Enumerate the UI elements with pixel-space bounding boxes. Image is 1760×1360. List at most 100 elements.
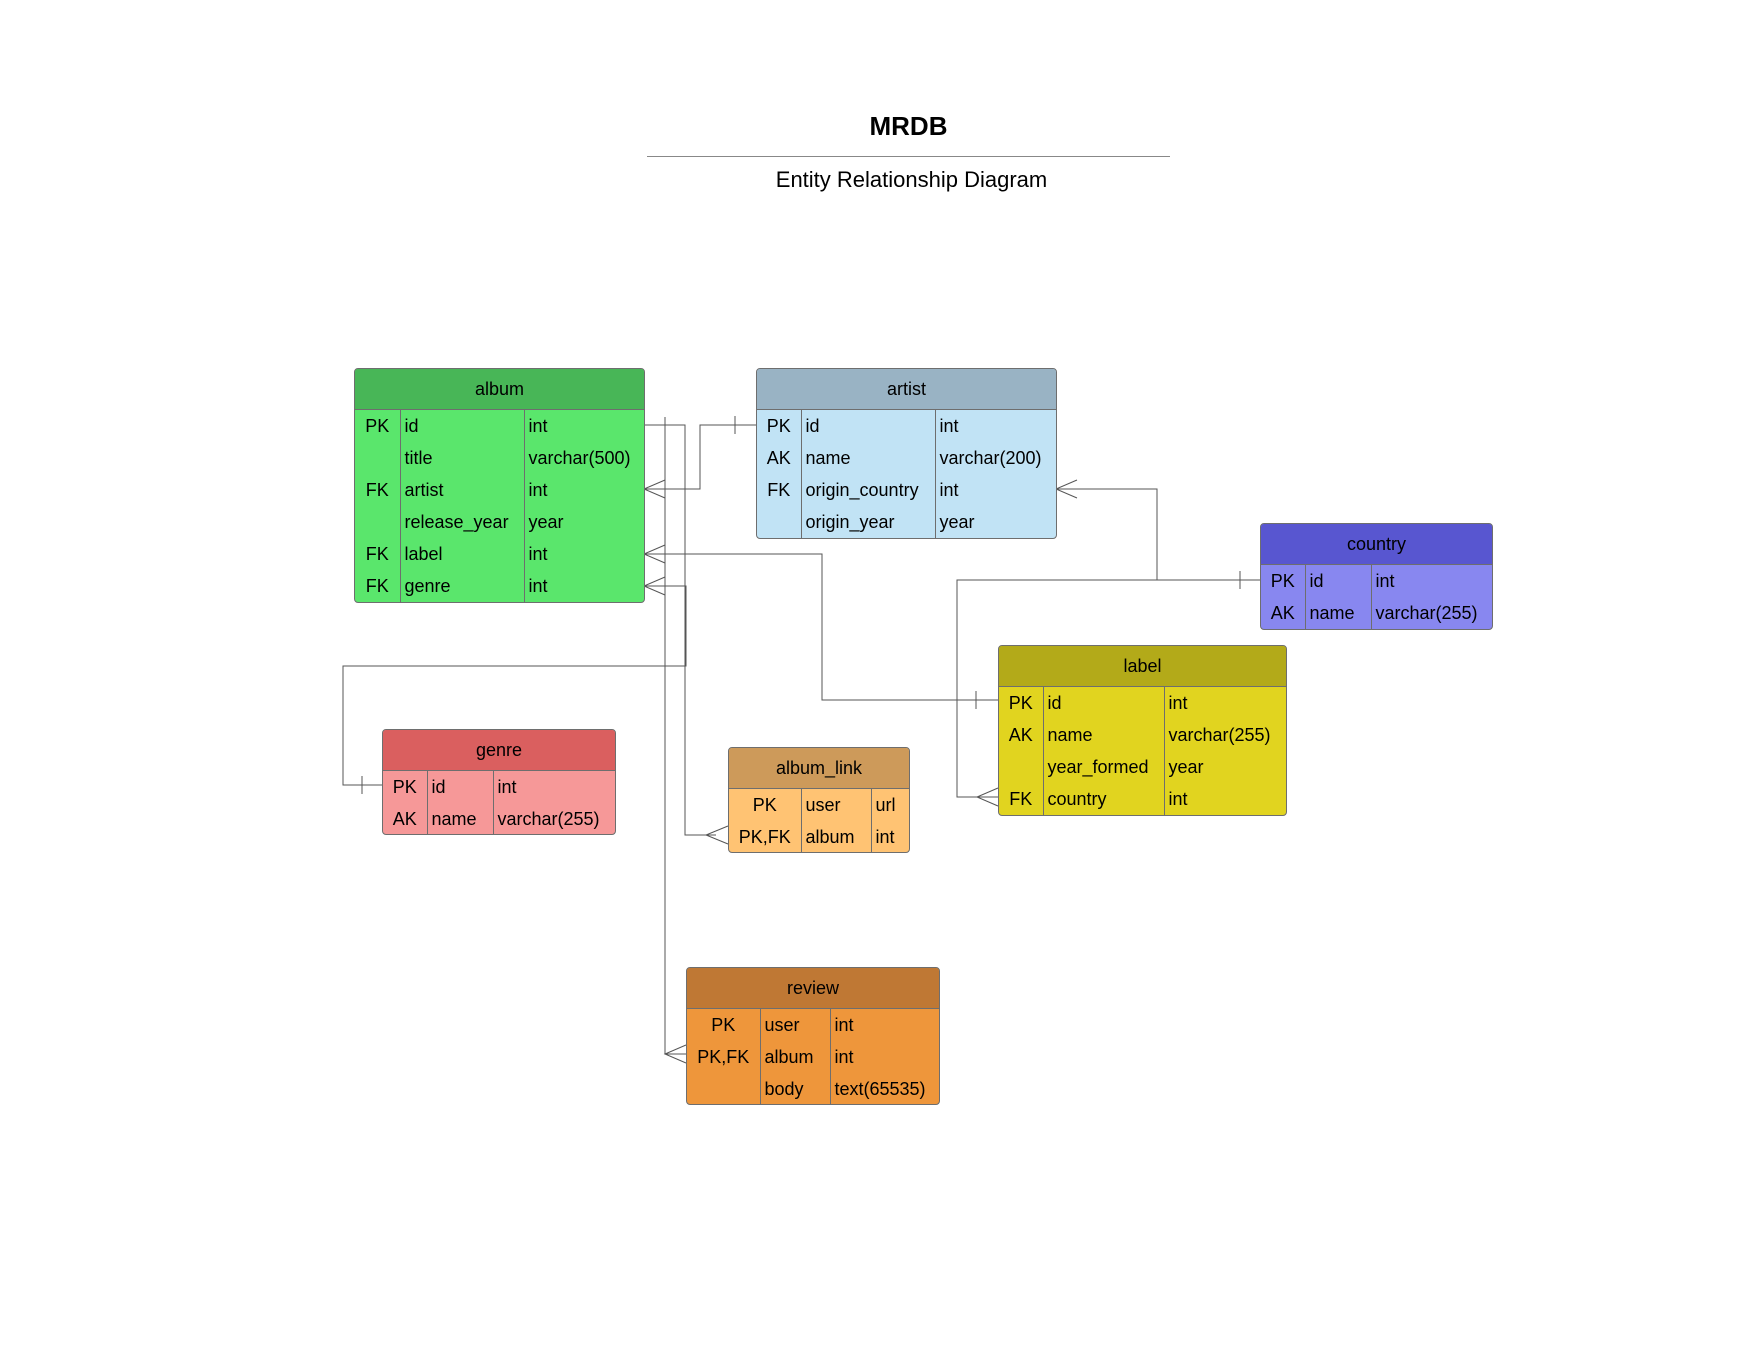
type-cell: varchar(255) bbox=[1163, 719, 1286, 751]
key-cell: FK bbox=[365, 479, 389, 500]
field-cell: release_year bbox=[399, 506, 524, 538]
key-cell: PK,FK bbox=[738, 826, 791, 847]
type-cell: url bbox=[870, 789, 909, 821]
key-cell: FK bbox=[365, 543, 389, 564]
field-cell: id bbox=[1042, 687, 1164, 719]
key-cell: PK bbox=[711, 1014, 736, 1035]
key-cell bbox=[355, 442, 400, 474]
entity-country-header: country bbox=[1261, 524, 1492, 565]
connector-album-artist bbox=[644, 424, 756, 490]
type-cell: year bbox=[523, 506, 644, 538]
key-cell: AK bbox=[1008, 724, 1033, 745]
field-cell: title bbox=[399, 442, 524, 474]
type-cell: int bbox=[523, 410, 644, 442]
field-cell: id bbox=[1304, 565, 1371, 597]
key-cell: PK bbox=[1270, 570, 1295, 591]
key-cell: PK bbox=[365, 415, 390, 436]
crowsfoot-artist-country bbox=[1054, 479, 1078, 499]
type-cell: year bbox=[1163, 751, 1286, 783]
type-cell: year bbox=[934, 506, 1056, 538]
type-cell: int bbox=[934, 474, 1056, 506]
type-cell: varchar(200) bbox=[934, 442, 1056, 474]
field-cell: name bbox=[800, 442, 935, 474]
field-cell: body bbox=[759, 1073, 830, 1104]
field-cell: id bbox=[800, 410, 935, 442]
key-cell: FK bbox=[365, 575, 389, 596]
key-cell: PK bbox=[392, 776, 417, 797]
field-cell: label bbox=[399, 538, 524, 570]
crowsfoot-album-genre bbox=[642, 576, 666, 596]
type-cell: int bbox=[523, 538, 644, 570]
type-cell: int bbox=[1370, 565, 1492, 597]
key-cell: PK bbox=[766, 415, 791, 436]
type-cell: text(65535) bbox=[829, 1073, 939, 1104]
key-cell bbox=[687, 1073, 760, 1104]
key-cell: FK bbox=[767, 479, 791, 500]
key-cell bbox=[999, 751, 1043, 783]
field-cell: id bbox=[399, 410, 524, 442]
key-cell: PK bbox=[1008, 692, 1033, 713]
entity-label-header: label bbox=[999, 646, 1286, 687]
field-cell: artist bbox=[399, 474, 524, 506]
field-cell: genre bbox=[399, 570, 524, 602]
type-cell: varchar(255) bbox=[492, 803, 615, 834]
field-cell: album bbox=[800, 821, 871, 852]
connector-album-id-review bbox=[664, 425, 686, 1055]
entity-genre-header: genre bbox=[383, 730, 615, 771]
connector-album-label bbox=[644, 553, 998, 701]
key-cell: AK bbox=[1270, 602, 1295, 623]
title-divider bbox=[647, 156, 1170, 157]
connector-album-id-album-link bbox=[644, 424, 716, 836]
key-cell bbox=[355, 506, 400, 538]
diagram-title: MRDB bbox=[869, 111, 948, 141]
field-cell: user bbox=[800, 789, 871, 821]
field-cell: name bbox=[1304, 597, 1371, 629]
field-cell: name bbox=[426, 803, 493, 834]
type-cell: int bbox=[492, 771, 615, 803]
type-cell: int bbox=[1163, 783, 1286, 815]
entity-album-header: album bbox=[355, 369, 644, 410]
field-cell: id bbox=[426, 771, 493, 803]
key-cell: AK bbox=[392, 808, 417, 829]
field-cell: user bbox=[759, 1009, 830, 1041]
type-cell: int bbox=[870, 821, 909, 852]
field-cell: name bbox=[1042, 719, 1164, 751]
field-cell: origin_year bbox=[800, 506, 935, 538]
entity-artist-header: artist bbox=[757, 369, 1056, 410]
crowsfoot-review-fork bbox=[663, 1044, 687, 1064]
entity-album-link-header: album_link bbox=[729, 748, 909, 789]
type-cell: int bbox=[934, 410, 1056, 442]
type-cell: varchar(500) bbox=[523, 442, 644, 474]
field-cell: country bbox=[1042, 783, 1164, 815]
